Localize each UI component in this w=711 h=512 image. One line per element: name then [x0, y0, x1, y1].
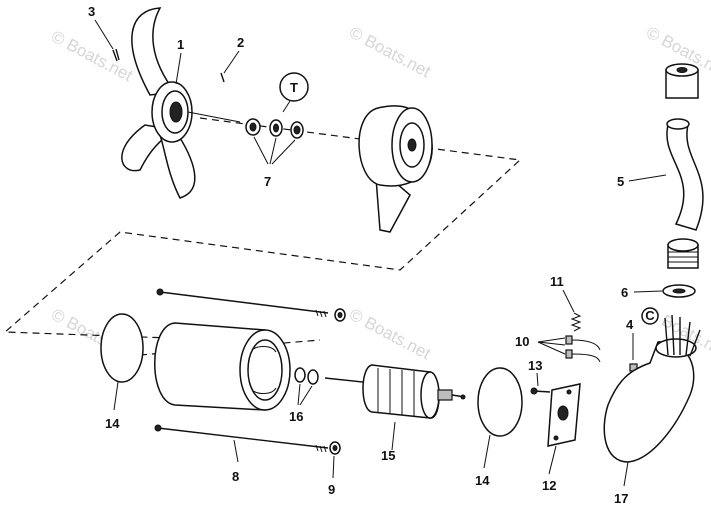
svg-text:© Boats.net: © Boats.net — [48, 27, 136, 86]
o-rings-part-16 — [294, 367, 319, 406]
elbow-housing-part-17: C — [603, 307, 701, 487]
callout-7: 7 — [264, 174, 271, 189]
propeller-part-1 — [121, 7, 241, 199]
screw-part-13 — [530, 372, 551, 395]
watermark-1: © Boats.net — [48, 27, 136, 86]
svg-text:C: C — [645, 308, 655, 323]
callout-6: 6 — [621, 285, 628, 300]
through-bolt-upper — [156, 288, 346, 322]
callout-13: 13 — [528, 358, 542, 373]
callout-17: 17 — [614, 491, 628, 506]
set-screw-part-4 — [629, 333, 638, 372]
nut-part-9 — [329, 441, 341, 479]
hose-part-5 — [628, 63, 704, 269]
svg-text:© Boats.net: © Boats.net — [346, 305, 434, 364]
callout-labels: 1 2 3 4 5 6 7 8 9 10 11 12 13 14 14 15 1… — [88, 4, 634, 506]
service-tool-symbol: T — [290, 80, 298, 95]
brushes-part-10 — [537, 335, 601, 363]
through-bolt-part-8 — [154, 424, 329, 463]
callout-8: 8 — [232, 469, 239, 484]
gasket-part-14-left — [100, 313, 144, 411]
callout-10: 10 — [515, 334, 529, 349]
nut-washers-part-7: T — [245, 72, 309, 165]
callout-15: 15 — [381, 448, 395, 463]
callout-14-right: 14 — [475, 473, 490, 488]
callout-1: 1 — [177, 37, 184, 52]
watermark-5: © Boats.net — [346, 305, 434, 364]
washer-part-6 — [633, 284, 696, 298]
callout-5: 5 — [617, 174, 624, 189]
watermark-2: © Boats.net — [346, 23, 434, 82]
svg-text:© Boats.net: © Boats.net — [346, 23, 434, 82]
cotter-pin-part-3 — [112, 48, 120, 62]
callout-3: 3 — [88, 4, 95, 19]
callout-4: 4 — [626, 317, 634, 332]
callout-9: 9 — [328, 482, 335, 497]
gasket-part-14-right — [477, 367, 523, 469]
callout-14-left: 14 — [105, 416, 120, 431]
spring-part-11 — [562, 289, 582, 332]
callout-2: 2 — [237, 35, 244, 50]
callout-12: 12 — [542, 478, 556, 493]
armature-part-15 — [324, 364, 466, 451]
brush-plate-part-12 — [547, 383, 581, 475]
callout-16: 16 — [289, 409, 303, 424]
lower-housing — [358, 105, 433, 233]
pin-part-2 — [220, 72, 225, 83]
callout-11: 11 — [550, 274, 564, 289]
motor-housing — [154, 322, 291, 411]
